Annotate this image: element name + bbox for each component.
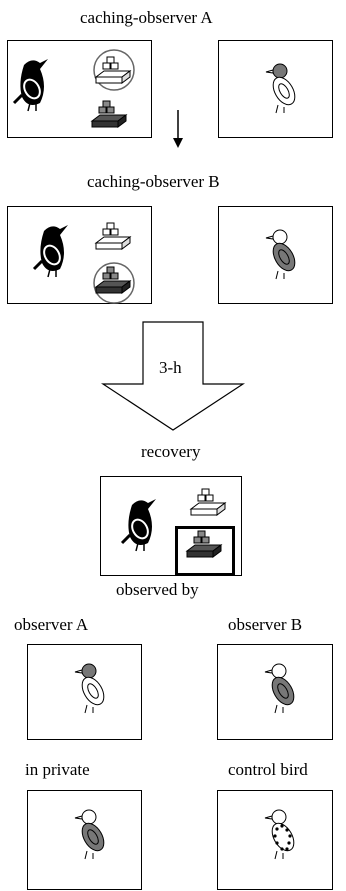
stage2-title: caching-observer B	[87, 172, 220, 191]
condition-scene-observer-a	[74, 663, 109, 714]
observer-b-bird-icon	[264, 663, 299, 714]
condition-panel-observer-b	[217, 644, 333, 740]
cache-tray-icon	[95, 266, 131, 294]
condition-label-in-private: in private	[25, 760, 90, 779]
condition-scene-in-private	[74, 809, 109, 860]
condition-scene-control-bird	[264, 809, 299, 860]
cache-panel-b	[7, 206, 152, 304]
stage3-title: recovery	[141, 442, 201, 461]
highlight-circle	[93, 49, 135, 91]
interval-label: 3-h	[159, 358, 182, 377]
cache-tray-icon	[95, 222, 131, 250]
condition-label-observer-a: observer A	[14, 615, 89, 634]
stage3-subtitle: observed by	[116, 580, 199, 599]
condition-label-observer-b: observer B	[228, 615, 303, 634]
condition-scene-observer-b	[264, 663, 299, 714]
caching-bird-icon	[120, 497, 158, 553]
cache-panel-a	[7, 40, 152, 138]
cache-tray-icon	[190, 488, 226, 516]
stage1-title: caching-observer A	[80, 8, 213, 27]
condition-panel-in-private	[27, 790, 142, 890]
observer-panel-b	[218, 206, 333, 304]
observer-a-bird-icon	[74, 663, 109, 714]
cache-scene-a	[12, 49, 135, 128]
condition-panel-control-bird	[217, 790, 333, 890]
cache-tray-icon	[95, 56, 131, 84]
caching-bird-icon	[12, 57, 50, 113]
observer-b-bird-icon	[265, 229, 300, 280]
control-bird-icon	[264, 809, 299, 860]
cache-tray-icon	[91, 100, 127, 128]
highlight-circle	[93, 262, 135, 304]
observer-panel-a	[218, 40, 333, 138]
condition-panel-observer-a	[27, 644, 142, 740]
recovered-cache-highlight	[175, 526, 235, 576]
observer-scene-a	[265, 63, 300, 114]
observer-a-bird-icon	[265, 63, 300, 114]
condition-label-control-bird: control bird	[228, 760, 308, 779]
cache-scene-b	[32, 222, 135, 304]
interval-arrow-icon	[100, 321, 246, 431]
down-arrow-icon	[173, 110, 183, 148]
in-private-bird-icon	[74, 809, 109, 860]
observer-scene-b	[265, 229, 300, 280]
caching-bird-icon	[32, 223, 70, 279]
